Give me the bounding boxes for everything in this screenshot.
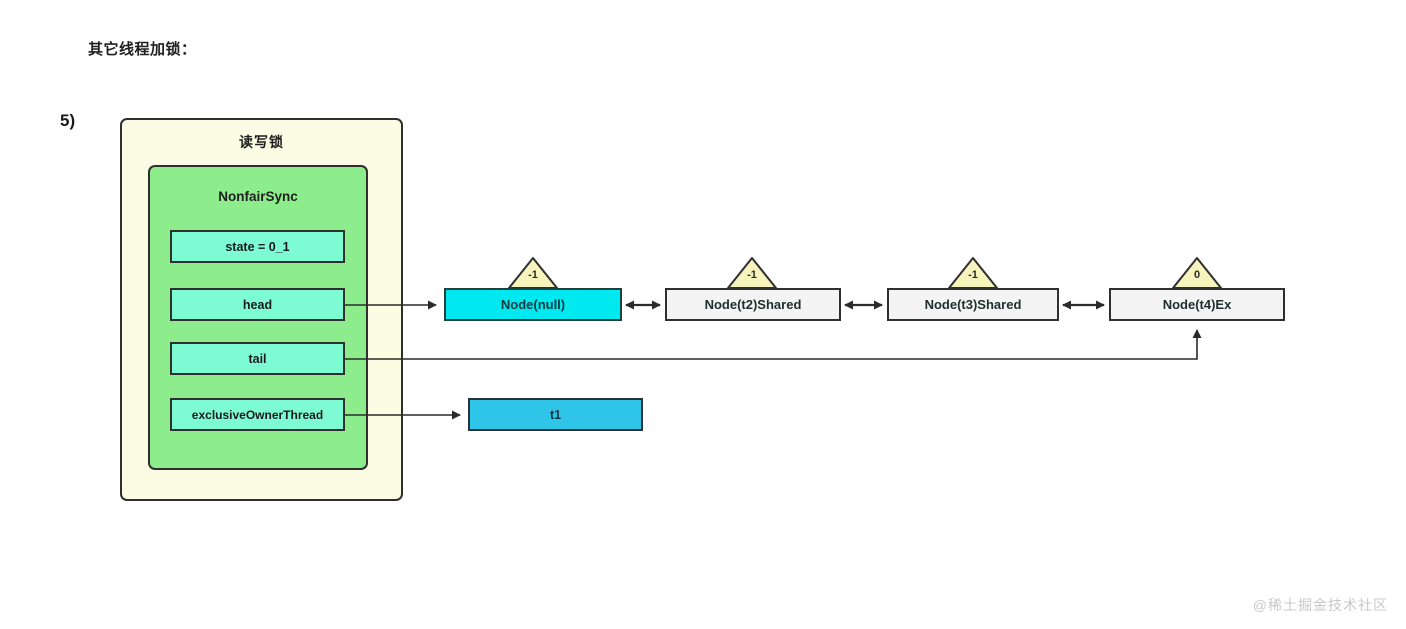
wait-status-value-node-3: 0: [1193, 269, 1201, 281]
queue-node-t3: Node(t3)Shared: [887, 288, 1059, 321]
wait-status-value-node-0: -1: [528, 269, 538, 281]
field-exclusive-owner-thread: exclusiveOwnerThread: [170, 398, 345, 431]
wait-status-triangle-node-2: -1: [947, 256, 999, 290]
watermark: @稀土掘金技术社区: [1252, 597, 1388, 613]
wait-status-value-node-2: -1: [968, 269, 978, 281]
queue-node-t4: Node(t4)Ex: [1109, 288, 1285, 321]
queue-node-t2: Node(t2)Shared: [665, 288, 841, 321]
field-head: head: [170, 288, 345, 321]
wait-status-triangle-node-0: -1: [507, 256, 559, 290]
step-number-label: 5): [60, 111, 76, 130]
wait-status-value-node-1: -1: [747, 269, 757, 281]
queue-node-head: Node(null): [444, 288, 622, 321]
sync-box-title: NonfairSync: [218, 189, 298, 204]
lock-box-title: 读写锁: [239, 134, 284, 150]
owner-thread-box: t1: [468, 398, 643, 431]
field-tail: tail: [170, 342, 345, 375]
wait-status-triangle-node-3: 0: [1171, 256, 1223, 290]
page-heading: 其它线程加锁：: [88, 41, 197, 58]
field-state: state = 0_1: [170, 230, 345, 263]
wait-status-triangle-node-1: -1: [726, 256, 778, 290]
